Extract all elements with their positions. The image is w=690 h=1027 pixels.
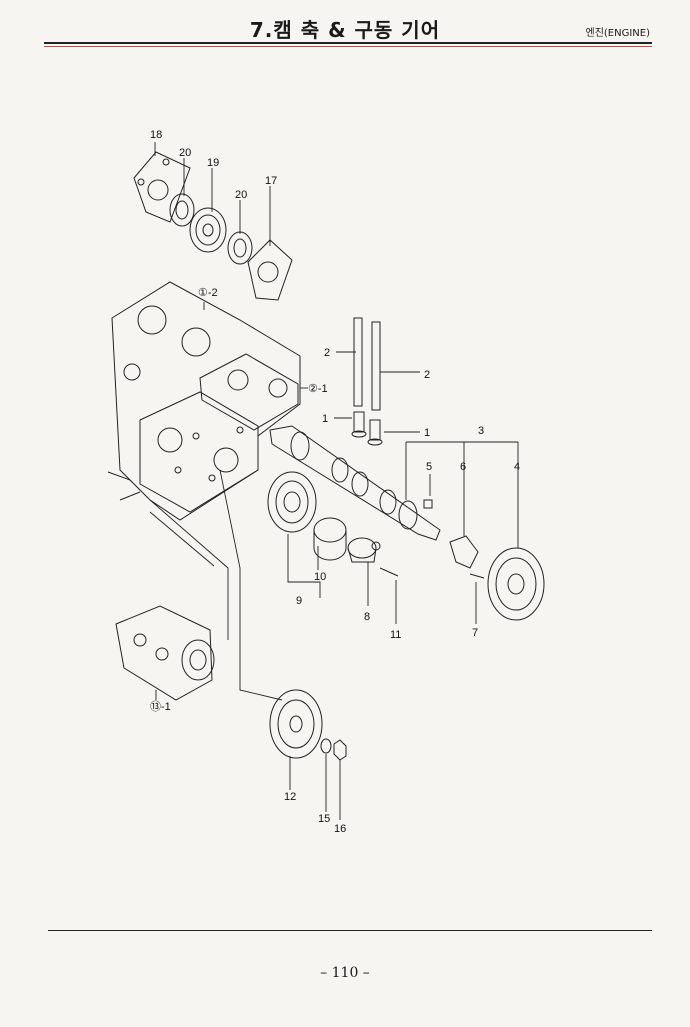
callout-20-lower: 20: [235, 189, 247, 201]
callout-2-right: 2: [424, 369, 430, 381]
callout-13-1: ⑬-1: [150, 700, 171, 713]
part-18-flange: [133, 151, 191, 223]
part-4-cam-gear: [487, 547, 545, 621]
callout-2-1: ②-1: [308, 383, 328, 395]
footer-divider: [48, 930, 652, 931]
callout-15: 15: [318, 813, 330, 825]
part-8-idler-shaft: [347, 537, 381, 563]
callout-1-right: 1: [424, 427, 430, 439]
part-6-plate: [449, 535, 479, 569]
callout-7: 7: [472, 627, 478, 639]
callout-12: 12: [284, 791, 296, 803]
part-1-tappets: [351, 411, 383, 446]
callout-9: 9: [296, 595, 302, 607]
callout-11: 11: [390, 629, 401, 641]
part-13-1-fuel-pump: [115, 605, 215, 701]
callout-16: 16: [334, 823, 346, 835]
callout-10: 10: [314, 571, 326, 583]
header-divider-accent: [44, 46, 652, 47]
callout-20-upper: 20: [179, 147, 191, 159]
leader-lines: [149, 142, 519, 820]
callout-1-2: ①-2: [198, 287, 218, 299]
callout-1-left: 1: [322, 413, 328, 425]
camshaft: [269, 425, 441, 541]
part-17-gasket: [247, 239, 293, 301]
page-title: 7.캠 축 & 구동 기어: [249, 18, 441, 42]
callout-2-left: 2: [324, 347, 330, 359]
engine-block: [107, 281, 301, 521]
part-16-nut: [333, 739, 347, 761]
section-label: 엔진(ENGINE): [585, 28, 651, 39]
part-11-bolt: [379, 567, 399, 577]
part-10-bushing: [313, 517, 347, 561]
part-9-idler-gear: [267, 471, 317, 533]
callout-8: 8: [364, 611, 370, 623]
callout-19: 19: [207, 157, 219, 169]
part-20-bearing-upper: [169, 193, 195, 227]
callout-labels: 18 20 19 20 17 ①-2 2 2 ②-1 1 1 3 5 6 4 1…: [150, 129, 520, 835]
callout-3: 3: [478, 425, 484, 437]
callout-4: 4: [514, 461, 520, 473]
part-12-pump-gear: [269, 689, 323, 759]
callout-17: 17: [265, 175, 277, 187]
callout-5: 5: [426, 461, 432, 473]
page-number: – 110 –: [320, 965, 370, 981]
part-5-key: [423, 499, 433, 509]
part-15-washer: [320, 738, 332, 754]
callout-18: 18: [150, 129, 162, 141]
callout-6: 6: [460, 461, 466, 473]
part-2-pushrods: [353, 317, 381, 411]
part-19-gear: [189, 207, 227, 253]
part-20-bearing-lower: [227, 231, 253, 265]
part-7-bolt: [469, 573, 485, 579]
header-divider: [44, 42, 652, 44]
